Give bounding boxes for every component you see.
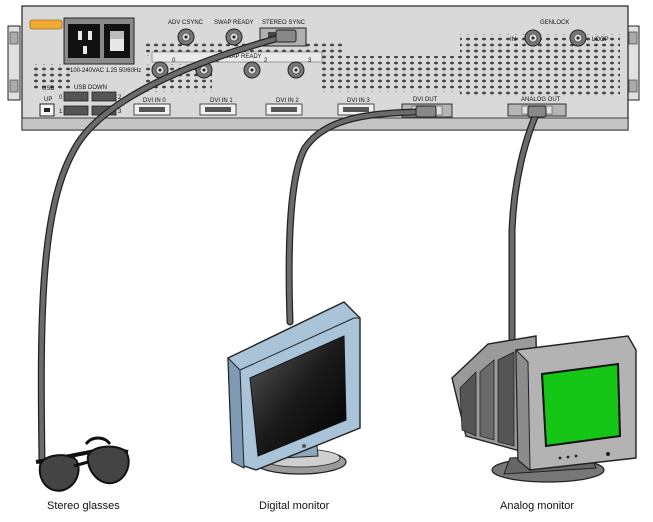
bnc-0[interactable] bbox=[151, 61, 169, 79]
digital-monitor-caption: Digital monitor bbox=[259, 500, 330, 512]
stereo-sync-label: STEREO SYNC bbox=[262, 20, 306, 26]
usb-down-port-0[interactable] bbox=[63, 91, 89, 102]
bnc-0-label: 0 bbox=[172, 58, 176, 64]
analog-out-label: ANALOG OUT bbox=[521, 97, 561, 103]
genlock-loop-label: LOOP bbox=[592, 37, 609, 43]
bnc-2-label: 2 bbox=[264, 58, 268, 64]
bnc-adv-csync[interactable] bbox=[177, 28, 195, 46]
dvi-in-1-label: DVI IN 1 bbox=[210, 98, 233, 104]
analog-monitor bbox=[451, 335, 637, 483]
usb-0-label: 0 bbox=[59, 95, 63, 101]
usb-down-port-2[interactable] bbox=[91, 91, 117, 102]
dvi-in-0-label: DVI IN 0 bbox=[143, 98, 166, 104]
dvi-in-2-label: DVI IN 2 bbox=[276, 98, 299, 104]
usb-up-label: UP bbox=[44, 97, 52, 103]
stereo-plug bbox=[275, 29, 297, 43]
orange-label bbox=[29, 19, 63, 30]
usb-down-port-1[interactable] bbox=[63, 105, 89, 116]
rear-panel: 100-240VAC 1.25 50/60Hz ADV CSYNC SWAP R… bbox=[7, 5, 640, 131]
crt-screen bbox=[540, 362, 622, 448]
swap-ready-2-label: SWAP READY bbox=[222, 54, 262, 60]
analog-plug bbox=[527, 105, 547, 118]
genlock-in-label: IN bbox=[510, 37, 516, 43]
cables bbox=[37, 32, 541, 466]
lcd-screen bbox=[249, 335, 347, 457]
bnc-swap-ready[interactable] bbox=[225, 28, 243, 46]
bnc-3-label: 3 bbox=[308, 58, 312, 64]
usb-label: USB bbox=[42, 86, 54, 92]
dvi-in-3-label: DVI IN 3 bbox=[347, 98, 370, 104]
digital-monitor bbox=[227, 301, 361, 475]
usb-down-label: USB DOWN bbox=[74, 85, 107, 91]
bnc-3[interactable] bbox=[287, 61, 305, 79]
usb-2-label: 2 bbox=[118, 95, 122, 101]
dvi-out-label: DVI OUT bbox=[413, 97, 438, 103]
usb-3-label: 3 bbox=[118, 109, 122, 115]
swap-ready-label: SWAP READY bbox=[214, 20, 254, 26]
stereo-glasses-caption: Stereo glasses bbox=[47, 500, 120, 512]
bnc-1-label: 1 bbox=[216, 58, 220, 64]
bnc-genlock-in[interactable] bbox=[524, 29, 542, 47]
dvi-plug bbox=[415, 105, 437, 118]
bnc-genlock-loop[interactable] bbox=[569, 29, 587, 47]
analog-monitor-caption: Analog monitor bbox=[500, 500, 574, 512]
bnc-2[interactable] bbox=[243, 61, 261, 79]
adv-csync-label: ADV CSYNC bbox=[168, 20, 204, 26]
genlock-label: GENLOCK bbox=[540, 20, 569, 26]
stereo-glasses bbox=[35, 436, 130, 492]
power-rating-label: 100-240VAC 1.25 50/60Hz bbox=[70, 68, 141, 74]
usb-1-label: 1 bbox=[59, 109, 63, 115]
